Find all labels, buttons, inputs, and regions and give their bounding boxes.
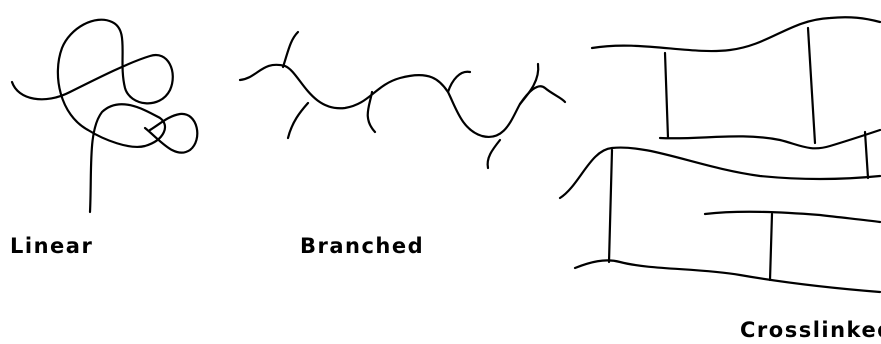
branch [288, 103, 308, 138]
branched-polymer [240, 32, 565, 168]
branched-label: Branched [300, 234, 424, 258]
branch [520, 64, 538, 104]
linear-chain [12, 20, 173, 212]
crosslinked-chain [592, 17, 880, 51]
crosslink [808, 28, 815, 143]
crosslink [865, 132, 868, 178]
branch [283, 32, 298, 67]
crosslinked-label: Crosslinked [740, 318, 881, 342]
linear-label: Linear [10, 234, 93, 258]
crosslinked-chain [575, 260, 880, 292]
branch [448, 72, 470, 92]
crosslinked-chain [660, 130, 880, 148]
crosslinked-polymer [560, 17, 880, 292]
crosslinked-chain [705, 212, 880, 222]
branched-backbone [240, 65, 565, 137]
crosslink [609, 150, 612, 262]
linear-chain-loop [145, 114, 197, 153]
branch [488, 140, 500, 168]
crosslink [665, 53, 668, 138]
crosslink [770, 214, 772, 280]
linear-polymer [12, 20, 197, 212]
crosslinked-chain [560, 148, 880, 198]
